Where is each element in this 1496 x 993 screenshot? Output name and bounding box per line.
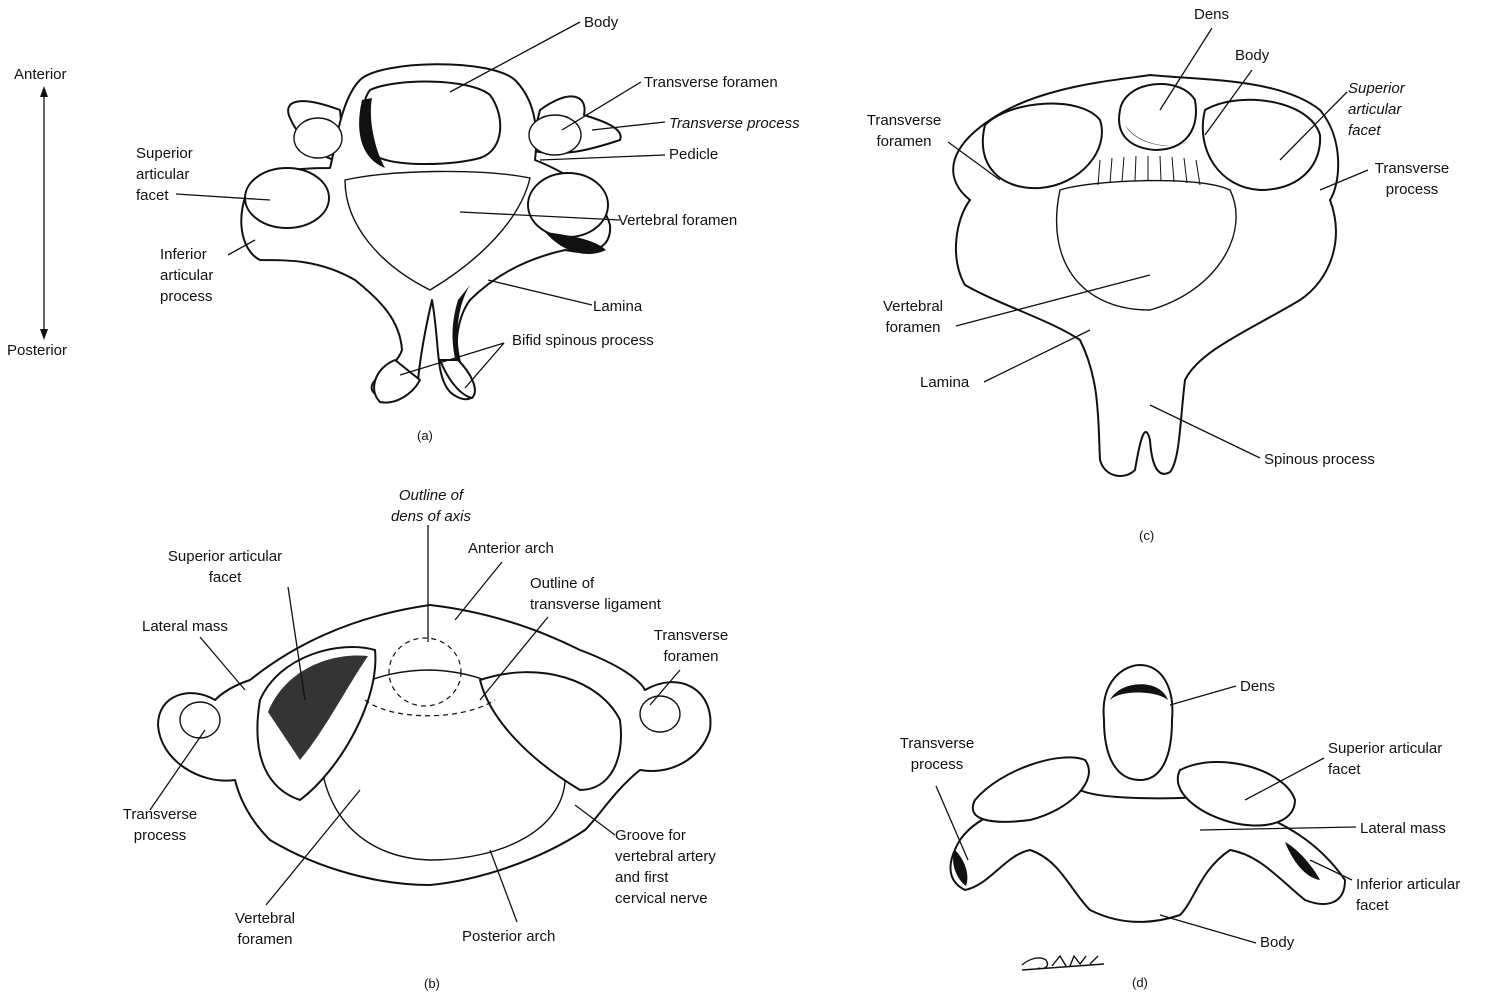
b-transverse-process-label: Transverse process: [112, 804, 208, 846]
a-transverse-process-label: Transverse process: [669, 113, 800, 134]
a-transverse-foramen-label: Transverse foramen: [644, 72, 778, 93]
b-posterior-arch-label: Posterior arch: [462, 926, 555, 947]
b-groove-label: Groove for vertebral artery and first ce…: [615, 825, 716, 909]
caption-a: (a): [417, 428, 433, 443]
b-outline-of-dens-label: Outline of dens of axis: [376, 485, 486, 527]
b-vertebral-foramen-label: Vertebral foramen: [222, 908, 308, 950]
c-superior-articular-facet-label: Superior articular facet: [1348, 78, 1405, 141]
a-bifid-spinous-process-label: Bifid spinous process: [512, 330, 654, 351]
b-superior-articular-facet-label: Superior articular facet: [150, 546, 300, 588]
caption-c: (c): [1139, 528, 1154, 543]
a-inferior-articular-process-label: Inferior articular process: [160, 244, 213, 307]
a-vertebral-foramen-label: Vertebral foramen: [618, 210, 737, 231]
b-outline-transverse-ligament-label: Outline of transverse ligament: [530, 573, 661, 615]
c-lamina-label: Lamina: [920, 372, 969, 393]
d-body-label: Body: [1260, 932, 1294, 953]
orientation-arrow: [40, 86, 48, 340]
d-dens-label: Dens: [1240, 676, 1275, 697]
a-lamina-label: Lamina: [593, 296, 642, 317]
c-transverse-foramen-label: Transverse foramen: [852, 110, 956, 152]
c-body-label: Body: [1235, 45, 1269, 66]
b-lateral-mass-label: Lateral mass: [142, 616, 228, 637]
caption-b: (b): [424, 976, 440, 991]
b-transverse-foramen-label: Transverse foramen: [648, 625, 734, 667]
panel-a-vertebra: [241, 64, 620, 402]
a-superior-articular-facet-label: Superior articular facet: [136, 143, 193, 206]
a-pedicle-label: Pedicle: [669, 144, 718, 165]
d-transverse-process-label: Transverse process: [888, 733, 986, 775]
d-superior-articular-facet-label: Superior articular facet: [1328, 738, 1442, 780]
b-anterior-arch-label: Anterior arch: [468, 538, 554, 559]
anterior-label: Anterior: [14, 64, 67, 85]
caption-d: (d): [1132, 975, 1148, 990]
c-spinous-process-label: Spinous process: [1264, 449, 1375, 470]
a-body-label: Body: [584, 12, 618, 33]
d-lateral-mass-label: Lateral mass: [1360, 818, 1446, 839]
c-vertebral-foramen-label: Vertebral foramen: [870, 296, 956, 338]
panel-d-axis-anterior: [950, 665, 1345, 922]
signature-dahl: [1022, 956, 1104, 970]
posterior-label: Posterior: [7, 340, 67, 361]
d-inferior-articular-facet-label: Inferior articular facet: [1356, 874, 1460, 916]
c-dens-label: Dens: [1194, 4, 1229, 25]
c-transverse-process-label: Transverse process: [1364, 158, 1460, 200]
